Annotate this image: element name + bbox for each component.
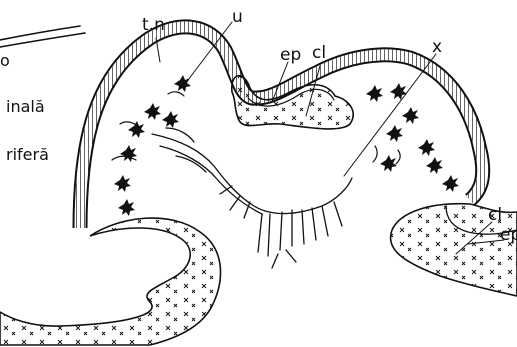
label-cl-top: cl <box>312 43 326 63</box>
side-text-inala: inală <box>6 97 45 116</box>
star-cell <box>380 155 397 172</box>
side-text-o: o <box>0 51 10 70</box>
label-ep-top: ep <box>280 45 301 65</box>
star-cell <box>128 121 145 138</box>
star-cell <box>426 157 443 174</box>
star-cell <box>390 83 407 100</box>
left-vessel-fragment <box>0 26 85 47</box>
star-cell <box>366 85 383 102</box>
side-text-rifera: riferă <box>6 145 49 164</box>
star-cell <box>144 103 161 120</box>
star-cell <box>386 125 403 142</box>
branching-structure <box>152 128 352 268</box>
label-cl-right: cl <box>488 205 502 225</box>
label-u: u <box>232 7 243 27</box>
star-cell <box>162 111 179 128</box>
star-cell <box>418 139 435 156</box>
star-cell <box>402 107 419 124</box>
star-cell <box>118 199 135 216</box>
label-ep-right: ep <box>500 225 517 245</box>
label-x: x <box>432 37 442 57</box>
label-tn: t.n <box>142 15 165 35</box>
lower-left-lobe <box>0 218 221 345</box>
star-cell <box>174 75 191 92</box>
star-cell <box>114 175 131 192</box>
star-cell <box>442 175 459 192</box>
